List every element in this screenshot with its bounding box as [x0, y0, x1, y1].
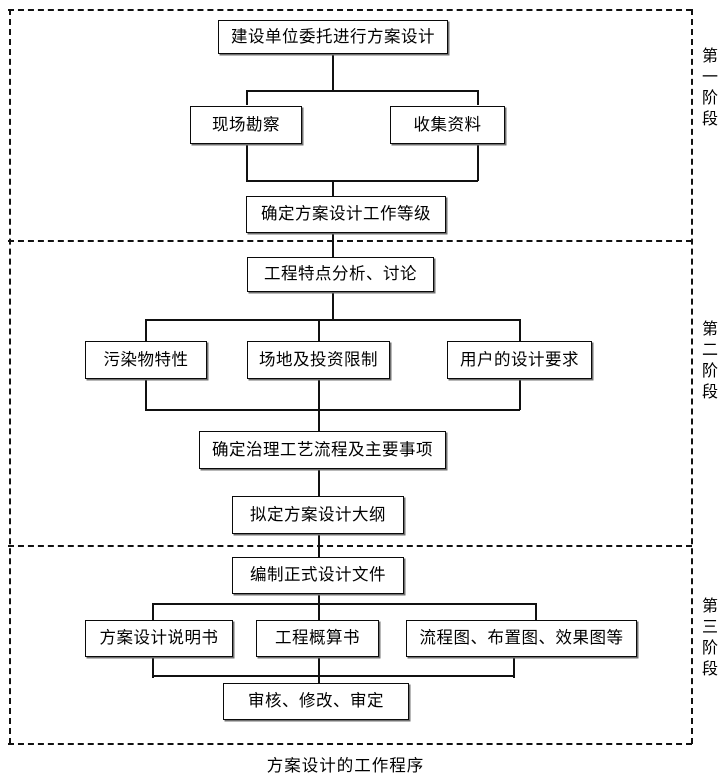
stage-3-char-0: 第 [701, 596, 718, 615]
connector-n12-down [152, 656, 154, 678]
node-project-budget[interactable]: 工程概算书 [256, 620, 379, 657]
connector-n7-down [318, 379, 320, 410]
node-pollutant-characteristics[interactable]: 污染物特性 [85, 341, 207, 379]
stage-2-char-0: 第 [701, 319, 718, 338]
stage-3-char-3: 段 [701, 659, 718, 679]
connector-split-n2-n3 [246, 90, 478, 92]
stage-label-3: 第 三 阶 段 [697, 595, 723, 679]
connector-merge-n9 [145, 409, 520, 411]
node-site-investment-constraints[interactable]: 场地及投资限制 [247, 341, 390, 379]
stage-1-char-0: 第 [701, 46, 718, 65]
node-draft-design-outline[interactable]: 拟定方案设计大纲 [232, 496, 404, 534]
node-design-specification[interactable]: 方案设计说明书 [85, 620, 233, 657]
connector-merge-n15 [152, 675, 514, 677]
stage-2-char-2: 阶 [701, 361, 718, 381]
node-review-revise-approve[interactable]: 审核、修改、审定 [223, 683, 409, 720]
connector-n5-down [332, 291, 334, 320]
stage-label-1: 第 一 阶 段 [697, 45, 723, 129]
node-determine-treatment-process[interactable]: 确定治理工艺流程及主要事项 [199, 431, 446, 469]
connector-down-n2 [246, 90, 248, 105]
node-site-survey[interactable]: 现场勘察 [190, 106, 302, 144]
node-drawings-set[interactable]: 流程图、布置图、效果图等 [406, 620, 637, 657]
stage-3-char-1: 三 [701, 617, 718, 637]
connector-down-n15 [318, 675, 320, 684]
node-project-analysis-discussion[interactable]: 工程特点分析、讨论 [247, 257, 434, 292]
connector-n8-down [519, 379, 521, 410]
connector-n1-down [332, 53, 334, 91]
frame-right-dashed-line [691, 9, 693, 744]
stage-1-char-3: 段 [701, 109, 718, 129]
node-determine-design-level[interactable]: 确定方案设计工作等级 [246, 196, 446, 233]
connector-down-n8 [519, 319, 521, 341]
connector-n10-n11 [318, 533, 320, 561]
connector-down-n12 [152, 603, 154, 620]
connector-n14-down [513, 656, 515, 678]
connector-down-n4 [332, 180, 334, 196]
node-prepare-formal-documents[interactable]: 编制正式设计文件 [232, 557, 404, 594]
connector-merge-n4 [246, 180, 478, 182]
connector-down-n6 [145, 319, 147, 341]
stage-label-2: 第 二 阶 段 [697, 318, 723, 402]
connector-split-n12-n14 [152, 603, 536, 605]
frame-bottom-dashed-line [8, 743, 692, 745]
node-collect-data[interactable]: 收集资料 [390, 106, 505, 144]
connector-down-n14 [535, 603, 537, 620]
stage-2-char-3: 段 [701, 382, 718, 402]
connector-down-n3 [477, 90, 479, 105]
diagram-caption: 方案设计的工作程序 [266, 756, 425, 775]
connector-down-n9 [318, 409, 320, 431]
stage-divider-2-3 [8, 545, 692, 547]
node-commission-scheme-design[interactable]: 建设单位委托进行方案设计 [218, 20, 448, 54]
connector-n9-n10 [318, 468, 320, 496]
connector-n3-down [477, 143, 479, 181]
connector-n4-n5 [332, 233, 334, 258]
connector-n6-down [145, 379, 147, 410]
connector-n13-down [318, 656, 320, 678]
frame-left-dashed-line [9, 9, 11, 744]
stage-1-char-2: 阶 [701, 88, 718, 108]
stage-divider-1-2 [8, 240, 692, 242]
frame-top-dashed-line [8, 9, 692, 11]
stage-1-char-1: 一 [701, 67, 718, 87]
connector-split-n6-n8 [145, 319, 520, 321]
connector-down-n13 [318, 603, 320, 620]
connector-n2-down [246, 143, 248, 181]
connector-down-n7 [318, 319, 320, 341]
stage-2-char-1: 二 [701, 340, 718, 360]
node-user-design-requirements[interactable]: 用户的设计要求 [447, 341, 592, 379]
stage-3-char-2: 阶 [701, 638, 718, 658]
